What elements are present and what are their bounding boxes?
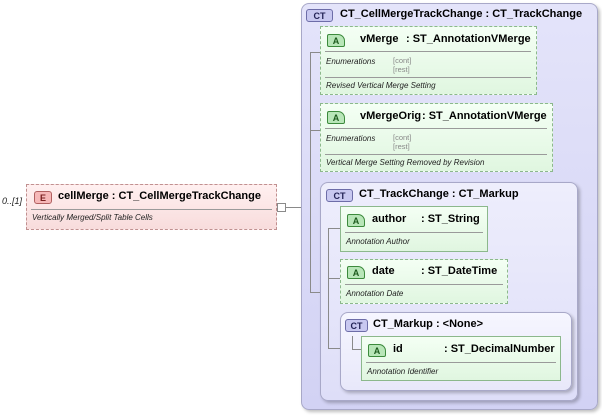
enum-value: [cont]	[393, 133, 412, 142]
trackchange-type-title: CT_TrackChange : CT_Markup	[359, 188, 519, 200]
markup-type-title: CT_Markup : <None>	[373, 318, 484, 330]
attribute-badge: A	[368, 344, 386, 357]
attribute-separator	[325, 154, 547, 155]
markup-type-badge: CT	[345, 319, 368, 332]
trackchange-type-badge: CT	[326, 189, 353, 202]
attribute-name: vMerge	[360, 33, 399, 45]
attribute-separator	[345, 284, 503, 285]
attribute-separator	[325, 51, 531, 52]
attribute-author[interactable]: A author : ST_String Annotation Author	[340, 206, 488, 252]
attribute-name: id	[393, 343, 403, 355]
attribute-description: Annotation Date	[346, 289, 404, 298]
enumerations-label: Enumerations	[326, 134, 376, 143]
enum-value: [rest]	[393, 142, 410, 151]
attribute-type: : ST_String	[421, 213, 480, 225]
attribute-separator	[366, 362, 556, 363]
element-badge: E	[34, 191, 52, 204]
connector-line	[277, 207, 301, 208]
branch-date	[328, 278, 340, 279]
attribute-type: : ST_DateTime	[421, 265, 498, 277]
branch-vmerge	[310, 52, 321, 53]
attribute-type: : ST_AnnotationVMerge	[422, 110, 547, 122]
attribute-badge: A	[347, 214, 365, 227]
attribute-badge: A	[327, 34, 345, 47]
markup-tree-line	[352, 336, 353, 349]
attribute-name: date	[372, 265, 395, 277]
branch-trackchange	[310, 292, 320, 293]
attribute-separator	[325, 77, 531, 78]
trackchange-tree-line	[328, 228, 329, 348]
cellmerge-element[interactable]: E cellMerge : CT_CellMergeTrackChange Ve…	[26, 184, 277, 230]
outer-type-badge: CT	[306, 9, 333, 22]
attribute-name: author	[372, 213, 407, 225]
attribute-badge: A	[347, 266, 365, 279]
element-separator	[31, 209, 272, 210]
attribute-vmerge[interactable]: A vMerge : ST_AnnotationVMerge Enumerati…	[320, 26, 537, 95]
enumerations-label: Enumerations	[326, 57, 376, 66]
attribute-description: Annotation Identifier	[367, 367, 439, 376]
branch-vmergeorig	[310, 130, 321, 131]
attribute-description: Vertical Merge Setting Removed by Revisi…	[326, 158, 485, 167]
attribute-vmergeorig[interactable]: A vMergeOrig : ST_AnnotationVMerge Enume…	[320, 103, 553, 172]
element-title: cellMerge : CT_CellMergeTrackChange	[58, 190, 261, 202]
branch-id	[352, 349, 361, 350]
branch-author	[328, 228, 340, 229]
attribute-name: vMergeOrig	[360, 110, 422, 122]
enum-value: [cont]	[393, 56, 412, 65]
attribute-id[interactable]: A id : ST_DecimalNumber Annotation Ident…	[361, 336, 561, 381]
attribute-type: : ST_AnnotationVMerge	[406, 33, 531, 45]
branch-markup	[328, 348, 340, 349]
attribute-badge: A	[327, 111, 345, 124]
enum-value: [rest]	[393, 65, 410, 74]
attribute-description: Annotation Author	[346, 237, 410, 246]
attribute-date[interactable]: A date : ST_DateTime Annotation Date	[340, 259, 508, 304]
outer-tree-line	[310, 52, 311, 292]
attribute-type: : ST_DecimalNumber	[444, 343, 555, 355]
outer-type-title: CT_CellMergeTrackChange : CT_TrackChange	[340, 8, 583, 20]
attribute-description: Revised Vertical Merge Setting	[326, 81, 436, 90]
attribute-separator	[325, 128, 547, 129]
multiplicity-label: 0..[1]	[2, 196, 23, 206]
attribute-separator	[345, 232, 483, 233]
sequence-connector	[277, 203, 286, 212]
element-description: Vertically Merged/Split Table Cells	[32, 213, 153, 222]
